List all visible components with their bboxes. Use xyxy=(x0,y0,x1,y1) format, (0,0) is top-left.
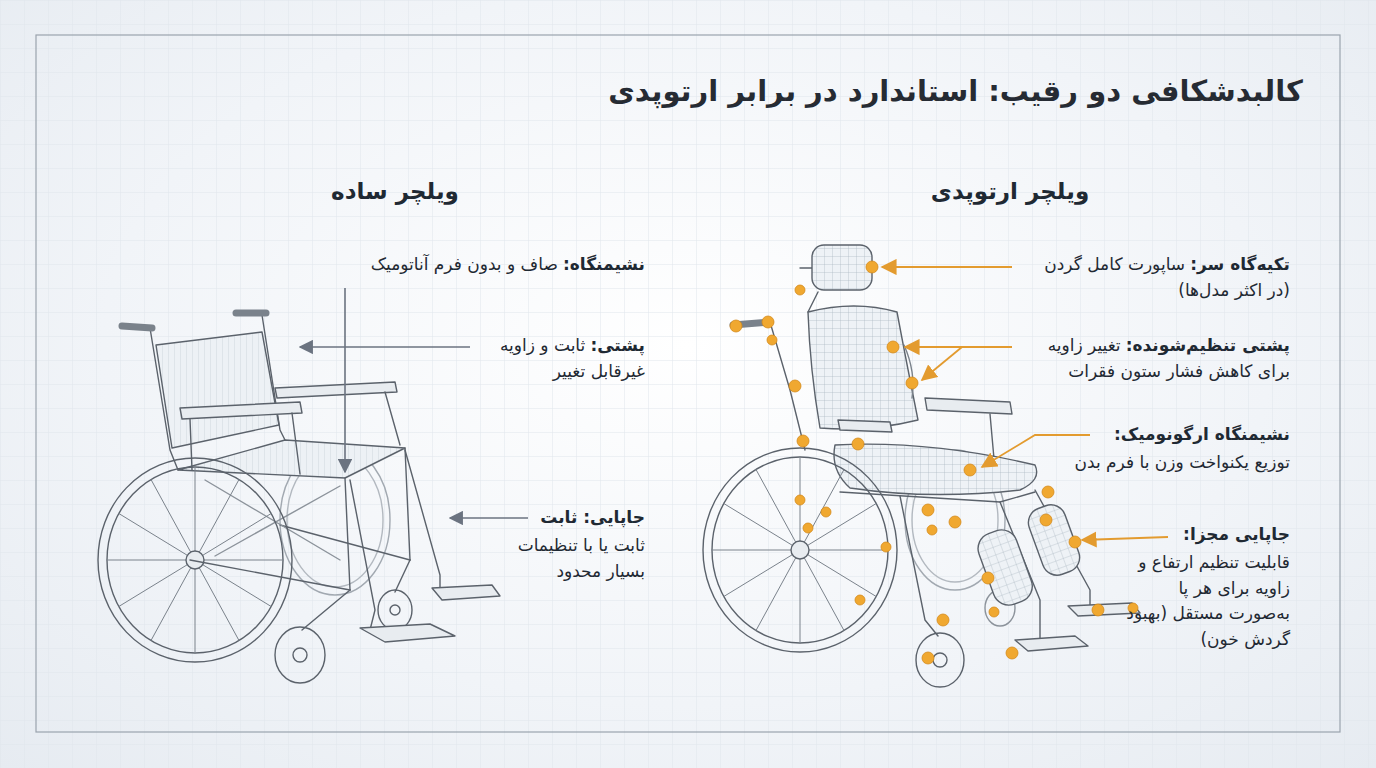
column-heading: ویلچر ساده xyxy=(195,174,595,209)
callout-block: نشیمنگاه ارگونومیک: xyxy=(1114,422,1290,448)
leader-lines xyxy=(300,288,528,518)
callout-block: جاپایی: ثابت xyxy=(540,505,645,531)
frame xyxy=(36,35,1340,732)
page-title: کالبدشکافی دو رقیب: استاندارد در برابر ا… xyxy=(608,74,1303,108)
callout-block: تکیه‌گاه سر:ساپورت کامل گردن (در اکثر مد… xyxy=(1018,252,1290,303)
leader-lines xyxy=(882,267,1168,540)
callout-heading: پشتی: xyxy=(590,335,645,355)
callout-text: ثابت یا با تنظیمات بسیار محدود xyxy=(518,535,645,581)
callout-text: قابلیت تنظیم ارتفاع و زاویه برای هر پا ب… xyxy=(1126,552,1290,649)
callout-heading: پشتی تنظیم‌شونده: xyxy=(1126,335,1290,355)
callout-text: توزیع یکنواخت وزن با فرم بدن xyxy=(1075,452,1290,472)
callout-block: توزیع یکنواخت وزن با فرم بدن xyxy=(1028,450,1290,476)
orthopedic-wheelchair xyxy=(703,245,1140,687)
callout-block: نشیمنگاه:صاف و بدون فرم آناتومیک xyxy=(371,252,645,278)
callout-block: جاپایی مجزا: xyxy=(1183,522,1290,548)
callout-heading: جاپایی مجزا: xyxy=(1183,524,1290,544)
callout-heading: تکیه‌گاه سر: xyxy=(1190,254,1290,274)
callout-block: پشتی تنظیم‌شونده:تغییر زاویه برای کاهش ف… xyxy=(1018,333,1290,384)
callout-heading: نشیمنگاه ارگونومیک: xyxy=(1114,424,1290,444)
simple-wheelchair xyxy=(98,313,500,683)
callout-heading: جاپایی: ثابت xyxy=(540,507,645,527)
callout-heading: ویلچر ساده xyxy=(331,178,459,204)
column-heading: ویلچر ارتوپدی xyxy=(810,174,1210,209)
callout-heading: نشیمنگاه: xyxy=(563,254,645,274)
callout-block: ثابت یا با تنظیمات بسیار محدود xyxy=(483,533,645,584)
callout-block: پشتی:ثابت و زاویه غیرقابل تغییر xyxy=(477,333,645,384)
callout-block: قابلیت تنظیم ارتفاع و زاویه برای هر پا ب… xyxy=(1120,550,1290,652)
callout-text: صاف و بدون فرم آناتومیک xyxy=(371,254,558,274)
callout-heading: ویلچر ارتوپدی xyxy=(931,178,1089,204)
